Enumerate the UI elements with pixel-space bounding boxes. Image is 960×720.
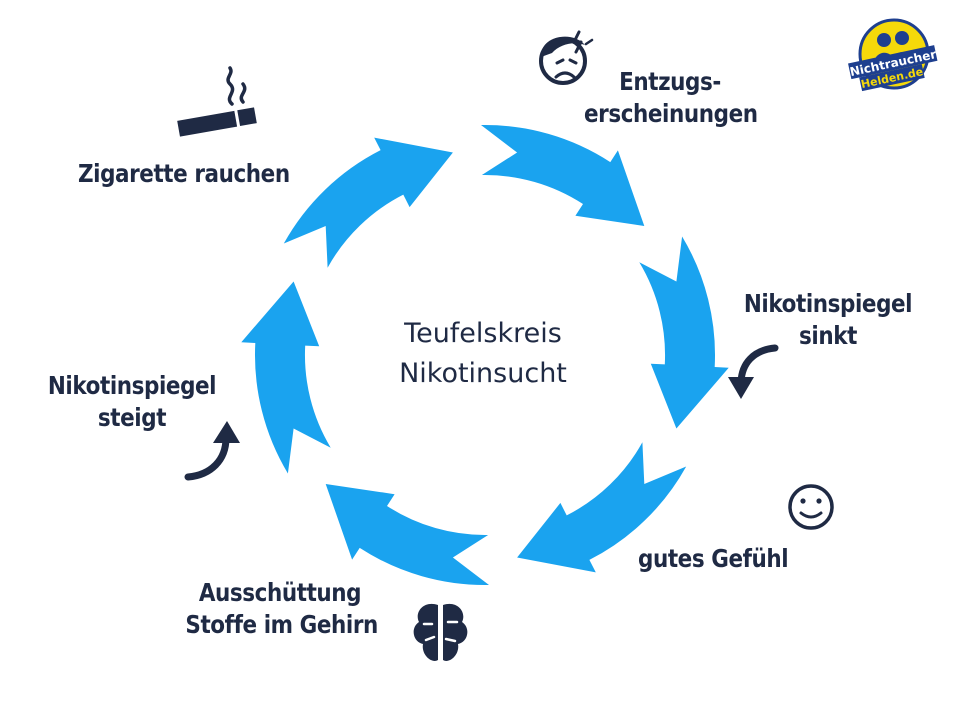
cycle-arrow-entzug <box>639 236 729 429</box>
cycle-arrow-steigt <box>283 137 453 268</box>
step-label-entzug: Entzugs- erscheinungen <box>584 67 758 128</box>
step-label-gefuehl: gutes Gefühl <box>638 544 789 573</box>
cigarette-icon <box>177 66 257 137</box>
step-label-ausschuettung: Ausschüttung Stoffe im Gehirn <box>185 578 378 639</box>
cycle-arrow-zigarette <box>481 124 645 226</box>
nichtraucherhelden-logo: Nichtraucher Helden.de <box>848 14 940 94</box>
cycle-arrow-gefuehl <box>325 484 489 586</box>
brain-icon <box>413 603 468 661</box>
step-label-steigt: Nikotinspiegel steigt <box>47 371 217 432</box>
cycle-arrow-sinkt <box>517 442 687 573</box>
cycle-ring <box>241 124 729 586</box>
center-title: Teufelskreis Nikotinsucht <box>399 318 567 389</box>
step-label-zigarette: Zigarette rauchen <box>78 159 290 188</box>
cycle-arrow-ausschuettung <box>241 281 331 474</box>
headache-face-icon <box>539 30 594 85</box>
smiley-icon <box>788 484 834 530</box>
step-label-sinkt: Nikotinspiegel sinkt <box>743 289 913 350</box>
arrow-up-curved-icon <box>184 421 240 481</box>
arrow-down-curved-icon <box>728 344 779 399</box>
